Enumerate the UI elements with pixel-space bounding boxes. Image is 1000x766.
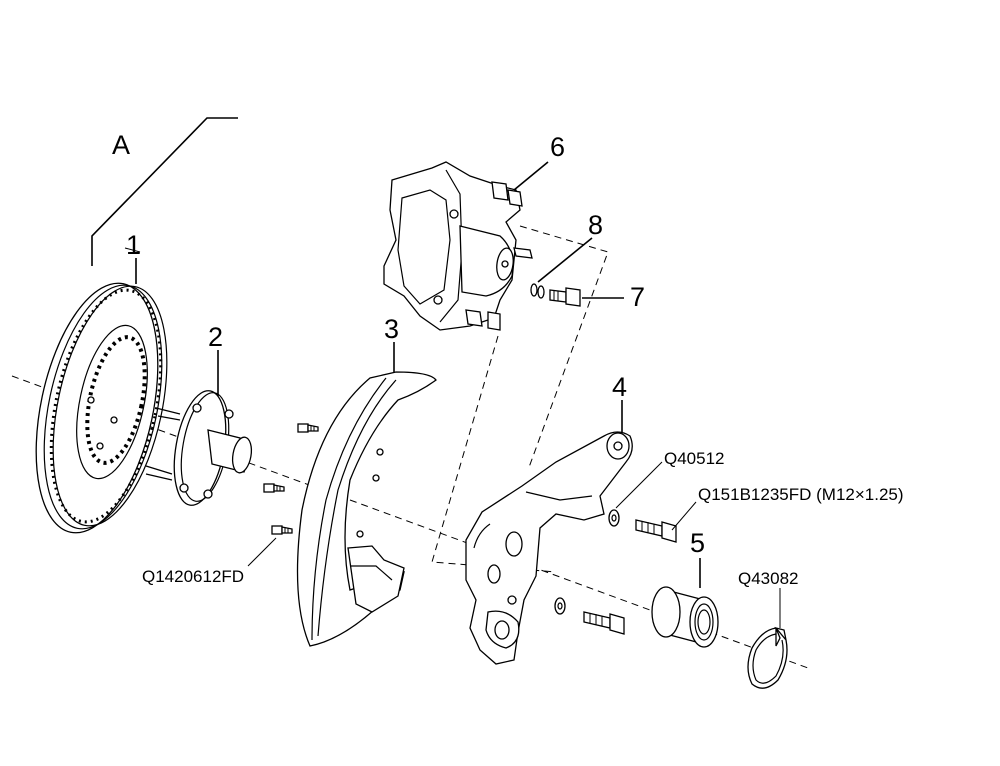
leader-knuckle-bolt bbox=[671, 501, 697, 531]
label-snap-ring: Q43082 bbox=[738, 569, 799, 588]
callout-leader-6 bbox=[513, 161, 549, 191]
callout-8: 8 bbox=[588, 210, 603, 240]
washer-gasket-icon bbox=[530, 283, 545, 299]
leader-hub-bolt bbox=[247, 537, 277, 567]
brake-disc-icon bbox=[35, 247, 168, 534]
lower-bolt-icon bbox=[554, 597, 625, 635]
callout-4: 4 bbox=[612, 372, 627, 402]
dust-shield-icon bbox=[296, 371, 437, 647]
callout-5: 5 bbox=[690, 528, 705, 558]
callout-7: 7 bbox=[630, 282, 645, 312]
callout-1: 1 bbox=[126, 230, 141, 260]
group-a-bracket: A bbox=[91, 117, 238, 266]
wheel-bearing-icon bbox=[651, 586, 719, 648]
label-hub-bolt: Q1420612FD bbox=[142, 567, 244, 586]
steering-knuckle-icon bbox=[465, 431, 633, 665]
bleeder-screw-icon bbox=[549, 287, 581, 307]
callout-3: 3 bbox=[384, 314, 399, 344]
snap-ring-icon bbox=[747, 626, 788, 689]
wheel-hub-icon bbox=[145, 390, 253, 506]
leader-washer bbox=[615, 461, 663, 509]
hub-screw-icons bbox=[263, 423, 319, 535]
group-a-label: A bbox=[112, 130, 130, 160]
callout-leader-8 bbox=[537, 237, 593, 283]
knuckle-bolt-icon bbox=[635, 519, 677, 543]
washer-icon bbox=[608, 509, 620, 527]
label-knuckle-bolt: Q151B1235FD (M12×1.25) bbox=[698, 485, 904, 504]
label-washer: Q40512 bbox=[664, 449, 725, 468]
brake-caliper-icon bbox=[383, 161, 533, 331]
callout-2: 2 bbox=[208, 322, 223, 352]
callout-6: 6 bbox=[550, 132, 565, 162]
